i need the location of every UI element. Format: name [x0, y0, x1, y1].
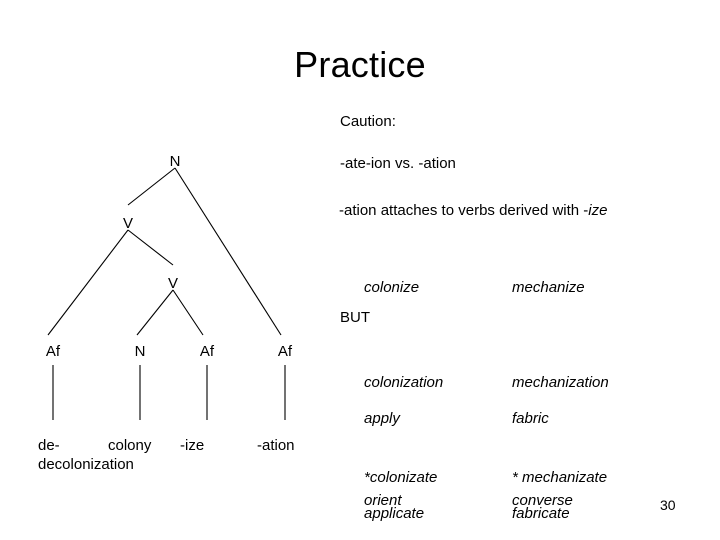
- example-right: mechanization: [512, 374, 609, 391]
- tree-full-word: decolonization: [38, 456, 134, 473]
- example-row: *colonizate * mechanizate: [339, 449, 609, 506]
- tree-terminal-ize: -ize: [180, 437, 205, 454]
- branch-root-to-af3: [174, 167, 282, 336]
- example-right: converse: [512, 492, 573, 509]
- rule-statement: -ation attaches to verbs derived with -i…: [339, 202, 607, 219]
- syntax-tree: N V V Af N Af Af de- colony -ize -ation …: [20, 145, 330, 480]
- branch-root-to-v1: [127, 167, 176, 206]
- example-right: mechanize: [512, 279, 585, 296]
- example-group-ize: colonize mechanize colonization mechanizat…: [339, 221, 609, 540]
- caution-label: Caution:: [340, 113, 396, 130]
- example-left: colonization: [364, 374, 444, 391]
- rule-statement-prefix: -ation attaches to verbs derived with -: [339, 202, 589, 219]
- branch-v2-to-n1: [136, 289, 174, 336]
- tree-node-v1: V: [122, 215, 134, 232]
- tree-branch-lines: [47, 167, 286, 420]
- rule-heading: -ate-ion vs. -ation: [340, 155, 456, 172]
- example-right: fabricate: [512, 505, 570, 522]
- example-row: apply fabric: [339, 390, 581, 447]
- tree-node-af2: Af: [199, 343, 215, 360]
- page-title: Practice: [294, 44, 426, 85]
- example-left: orient: [364, 492, 402, 509]
- example-left: apply: [364, 410, 400, 427]
- tree-node-v2: V: [167, 275, 179, 292]
- page-number: 30: [660, 497, 676, 513]
- branch-v2-to-af2: [172, 289, 204, 336]
- tree-node-root: N: [169, 153, 181, 170]
- example-right: fabric: [512, 410, 549, 427]
- tree-terminal-de: de-: [38, 437, 60, 454]
- example-left: *colonizate: [364, 469, 438, 486]
- example-row: colonization mechanization: [339, 354, 609, 411]
- tree-node-af3: Af: [277, 343, 293, 360]
- rule-statement-emphasis: ize: [588, 202, 608, 219]
- tree-node-n1: N: [134, 343, 146, 360]
- branch-v1-to-v2: [127, 229, 174, 266]
- tree-terminal-colony: colony: [108, 437, 152, 454]
- branch-v1-to-af1: [47, 229, 129, 336]
- tree-node-af1: Af: [45, 343, 61, 360]
- example-left: colonize: [364, 279, 420, 296]
- example-row: applicate fabricate: [339, 485, 581, 540]
- tree-terminal-ation: -ation: [257, 437, 295, 454]
- example-row: orient converse: [339, 472, 603, 529]
- example-right: * mechanizate: [512, 469, 608, 486]
- example-row: colonize mechanize: [339, 259, 609, 316]
- but-label: BUT: [340, 309, 370, 326]
- example-left: applicate: [364, 505, 425, 522]
